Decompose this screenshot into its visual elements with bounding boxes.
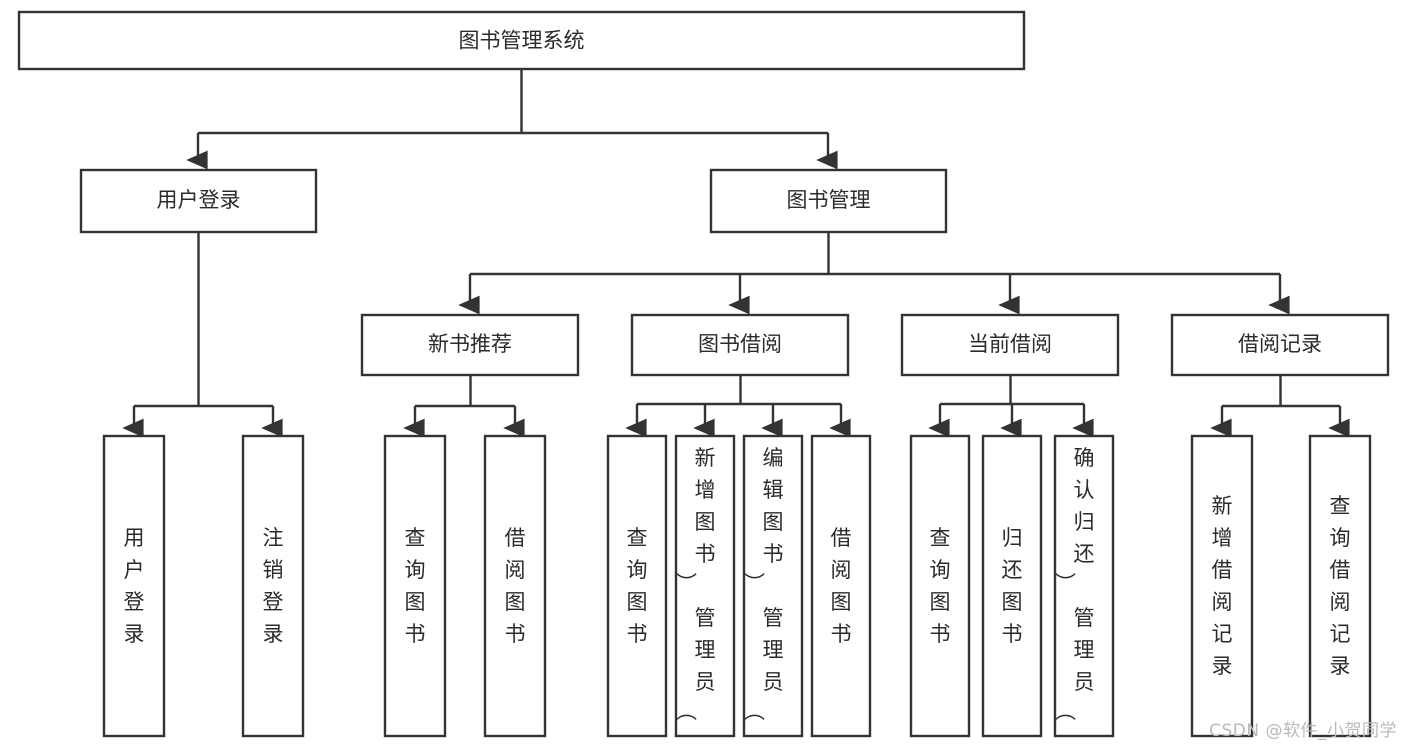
node-leaf-query-borrow-record[interactable]: 查询借阅记录 xyxy=(1308,434,1372,738)
node-leaf-query-book-recommend-box[interactable] xyxy=(383,434,447,738)
edge-group-current-borrow-to-leaves xyxy=(940,375,1084,428)
node-book-management-label: 图书管理 xyxy=(787,188,871,212)
node-current-borrow-box[interactable] xyxy=(900,313,1120,377)
node-leaf-query-book-current-label: 查询图书 xyxy=(930,526,951,646)
edge-group-new-book-recommend-to-leaves xyxy=(415,375,515,428)
node-leaf-edit-book-admin-label: 编辑图书（管理员） xyxy=(744,446,784,721)
node-root[interactable]: 图书管理系统 xyxy=(17,10,1026,71)
node-new-book-recommend-label: 新书推荐 xyxy=(428,332,512,356)
node-leaf-edit-book-admin-box[interactable] xyxy=(742,434,804,738)
node-leaf-borrow-book-label: 借阅图书 xyxy=(831,526,852,646)
node-leaf-add-book-admin[interactable]: 新增图书（管理员） xyxy=(674,434,736,738)
node-leaf-query-book-recommend-label: 查询图书 xyxy=(405,526,426,646)
node-leaf-logout-login[interactable]: 注销登录 xyxy=(241,434,305,738)
node-current-borrow-label: 当前借阅 xyxy=(968,332,1052,356)
node-leaf-edit-book-admin[interactable]: 编辑图书（管理员） xyxy=(742,434,804,738)
node-book-management-box[interactable] xyxy=(709,168,948,234)
node-leaf-user-login[interactable]: 用户登录 xyxy=(102,434,166,738)
node-leaf-confirm-return-admin[interactable]: 确认归还（管理员） xyxy=(1053,434,1115,738)
node-leaf-query-book-current-box[interactable] xyxy=(909,434,971,738)
node-root-box[interactable] xyxy=(17,10,1026,71)
node-leaf-confirm-return-admin-box[interactable] xyxy=(1053,434,1115,738)
node-leaf-return-book-box[interactable] xyxy=(981,434,1043,738)
edge-group-borrow-record-to-leaves xyxy=(1222,375,1340,428)
node-leaf-confirm-return-admin-label: 确认归还（管理员） xyxy=(1055,446,1095,721)
edge-group-book-management-to-level3 xyxy=(470,232,1280,305)
node-leaf-add-borrow-record-box[interactable] xyxy=(1190,434,1254,738)
node-book-borrow-label: 图书借阅 xyxy=(698,332,782,356)
node-leaf-add-borrow-record[interactable]: 新增借阅记录 xyxy=(1190,434,1254,738)
node-new-book-recommend[interactable]: 新书推荐 xyxy=(360,313,580,377)
node-leaf-query-book-borrow[interactable]: 查询图书 xyxy=(606,434,668,738)
edge-group-root-to-level2 xyxy=(198,69,828,160)
node-borrow-record-label: 借阅记录 xyxy=(1238,332,1322,356)
node-leaf-borrow-book-recommend-label: 借阅图书 xyxy=(505,526,526,646)
node-leaf-query-book-borrow-label: 查询图书 xyxy=(627,526,648,646)
node-leaf-return-book-label: 归还图书 xyxy=(1002,526,1023,646)
node-leaf-add-borrow-record-label: 新增借阅记录 xyxy=(1212,494,1233,678)
node-book-borrow[interactable]: 图书借阅 xyxy=(630,313,850,377)
node-leaf-return-book[interactable]: 归还图书 xyxy=(981,434,1043,738)
edge-group-user-login-to-leaves xyxy=(134,232,273,428)
edge-group-book-borrow-to-leaves xyxy=(637,375,841,428)
node-borrow-record-box[interactable] xyxy=(1170,313,1390,377)
node-leaf-logout-login-box[interactable] xyxy=(241,434,305,738)
node-leaf-query-book-borrow-box[interactable] xyxy=(606,434,668,738)
leaf-node-layer: 用户登录 注销登录 查询图书 借阅图书 查询图书 新增图书（管理员） 编辑图书（管理员） 借阅… xyxy=(102,434,1372,738)
node-leaf-borrow-book-box[interactable] xyxy=(810,434,872,738)
node-current-borrow[interactable]: 当前借阅 xyxy=(900,313,1120,377)
node-leaf-query-borrow-record-box[interactable] xyxy=(1308,434,1372,738)
node-leaf-user-login-label: 用户登录 xyxy=(124,526,145,646)
node-leaf-borrow-book[interactable]: 借阅图书 xyxy=(810,434,872,738)
node-leaf-query-borrow-record-label: 查询借阅记录 xyxy=(1330,494,1351,678)
node-leaf-user-login-box[interactable] xyxy=(102,434,166,738)
node-leaf-add-book-admin-label: 新增图书（管理员） xyxy=(676,446,716,721)
node-leaf-logout-login-label: 注销登录 xyxy=(263,526,284,646)
node-borrow-record[interactable]: 借阅记录 xyxy=(1170,313,1390,377)
node-leaf-add-book-admin-box[interactable] xyxy=(674,434,736,738)
node-leaf-query-book-current[interactable]: 查询图书 xyxy=(909,434,971,738)
node-root-label: 图书管理系统 xyxy=(459,29,585,53)
node-book-management[interactable]: 图书管理 xyxy=(709,168,948,234)
node-leaf-borrow-book-recommend[interactable]: 借阅图书 xyxy=(483,434,547,738)
node-user-login-box[interactable] xyxy=(79,168,318,234)
node-user-login-label: 用户登录 xyxy=(157,188,241,212)
node-user-login[interactable]: 用户登录 xyxy=(79,168,318,234)
node-new-book-recommend-box[interactable] xyxy=(360,313,580,377)
node-book-borrow-box[interactable] xyxy=(630,313,850,377)
node-leaf-borrow-book-recommend-box[interactable] xyxy=(483,434,547,738)
csdn-watermark: CSDN @软件_小贺同学 xyxy=(1209,721,1397,741)
node-leaf-query-book-recommend[interactable]: 查询图书 xyxy=(383,434,447,738)
